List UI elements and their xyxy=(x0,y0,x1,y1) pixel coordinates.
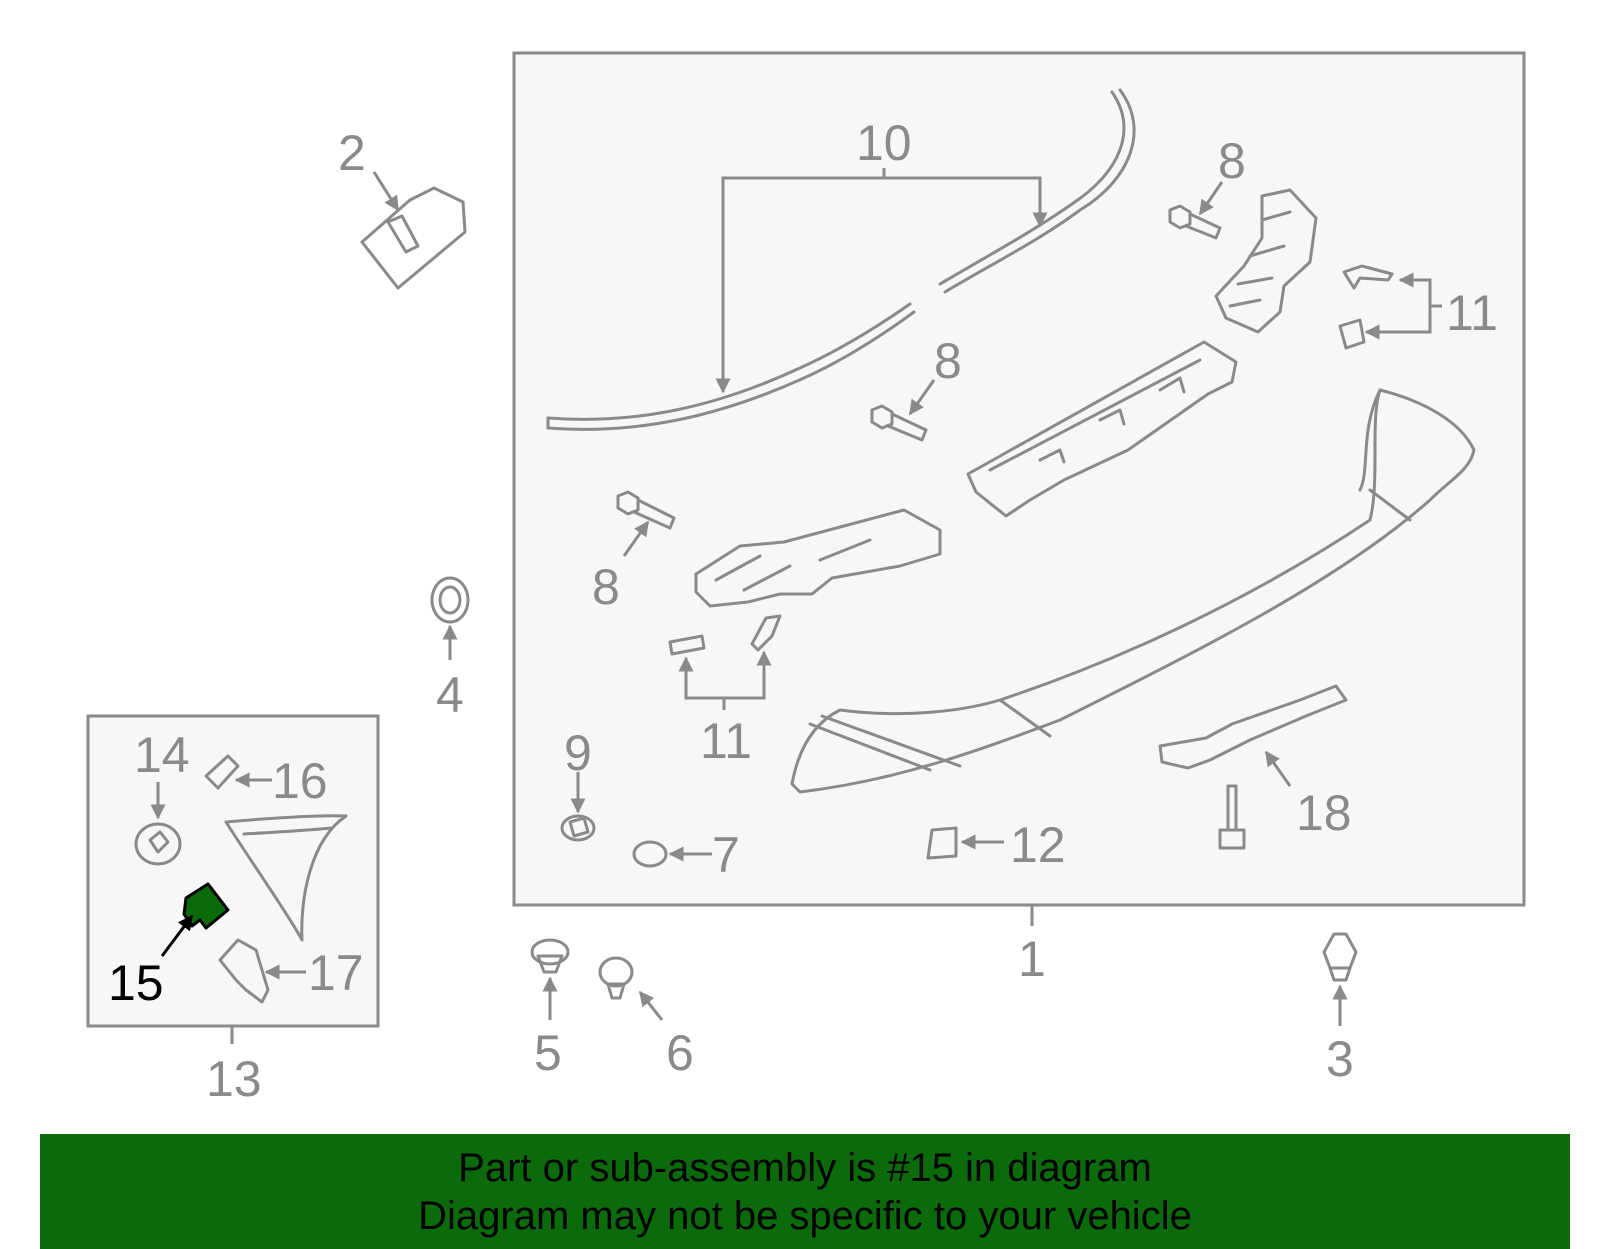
callout-8a: 8 xyxy=(1218,133,1246,189)
callout-11a: 11 xyxy=(1446,285,1498,341)
part-3-fastener xyxy=(1322,932,1358,982)
callout-12: 12 xyxy=(1010,817,1066,873)
part-17-pad xyxy=(218,938,270,1004)
callout-16: 16 xyxy=(272,753,328,809)
callout-11b: 11 xyxy=(700,713,752,769)
part-garnish-triangle xyxy=(224,814,348,942)
part-8-bolt-c xyxy=(616,490,676,530)
callout-1: 1 xyxy=(1018,931,1046,987)
part-11-clips-left xyxy=(668,614,782,656)
part-2-bracket xyxy=(360,186,467,290)
info-banner: Part or sub-assembly is #15 in diagram D… xyxy=(40,1134,1570,1249)
part-7-washer xyxy=(632,840,668,868)
banner-line-2: Diagram may not be specific to your vehi… xyxy=(418,1194,1192,1238)
part-8-bolt-b xyxy=(870,404,928,442)
part-16-clip xyxy=(204,754,240,790)
callout-3: 3 xyxy=(1326,1031,1354,1087)
part-spoiler xyxy=(790,388,1476,794)
part-9-clip xyxy=(560,814,596,842)
banner-line-1: Part or sub-assembly is #15 in diagram xyxy=(458,1146,1152,1190)
callout-14: 14 xyxy=(134,727,190,783)
callout-8c: 8 xyxy=(592,559,620,615)
callout-5: 5 xyxy=(534,1025,562,1081)
callout-17: 17 xyxy=(308,945,364,1001)
callout-10: 10 xyxy=(856,115,912,171)
parts-diagram: 2 10 8 8 8 11 xyxy=(86,51,1526,1107)
callout-13: 13 xyxy=(206,1051,262,1107)
part-bolt-vertical xyxy=(1218,784,1246,850)
callout-15: 15 xyxy=(108,955,164,1011)
part-bracket-center xyxy=(966,340,1238,518)
callout-7: 7 xyxy=(712,827,740,883)
assembly-panel-1 xyxy=(512,51,1526,907)
part-12-pad xyxy=(926,826,958,860)
part-14-grommet xyxy=(134,822,182,866)
part-bracket-left xyxy=(694,508,942,608)
part-6-clip xyxy=(598,956,634,1000)
callout-8b: 8 xyxy=(934,333,962,389)
part-4-grommet xyxy=(430,576,470,624)
part-bracket-right xyxy=(1214,188,1318,334)
callout-2: 2 xyxy=(338,125,366,181)
callout-9: 9 xyxy=(564,725,592,781)
callout-4: 4 xyxy=(436,667,464,723)
callout-6: 6 xyxy=(666,1025,694,1081)
part-18-trim xyxy=(1158,684,1348,770)
callout-18: 18 xyxy=(1296,785,1352,841)
part-8-bolt-a xyxy=(1168,204,1222,240)
part-5-clip xyxy=(530,938,570,974)
